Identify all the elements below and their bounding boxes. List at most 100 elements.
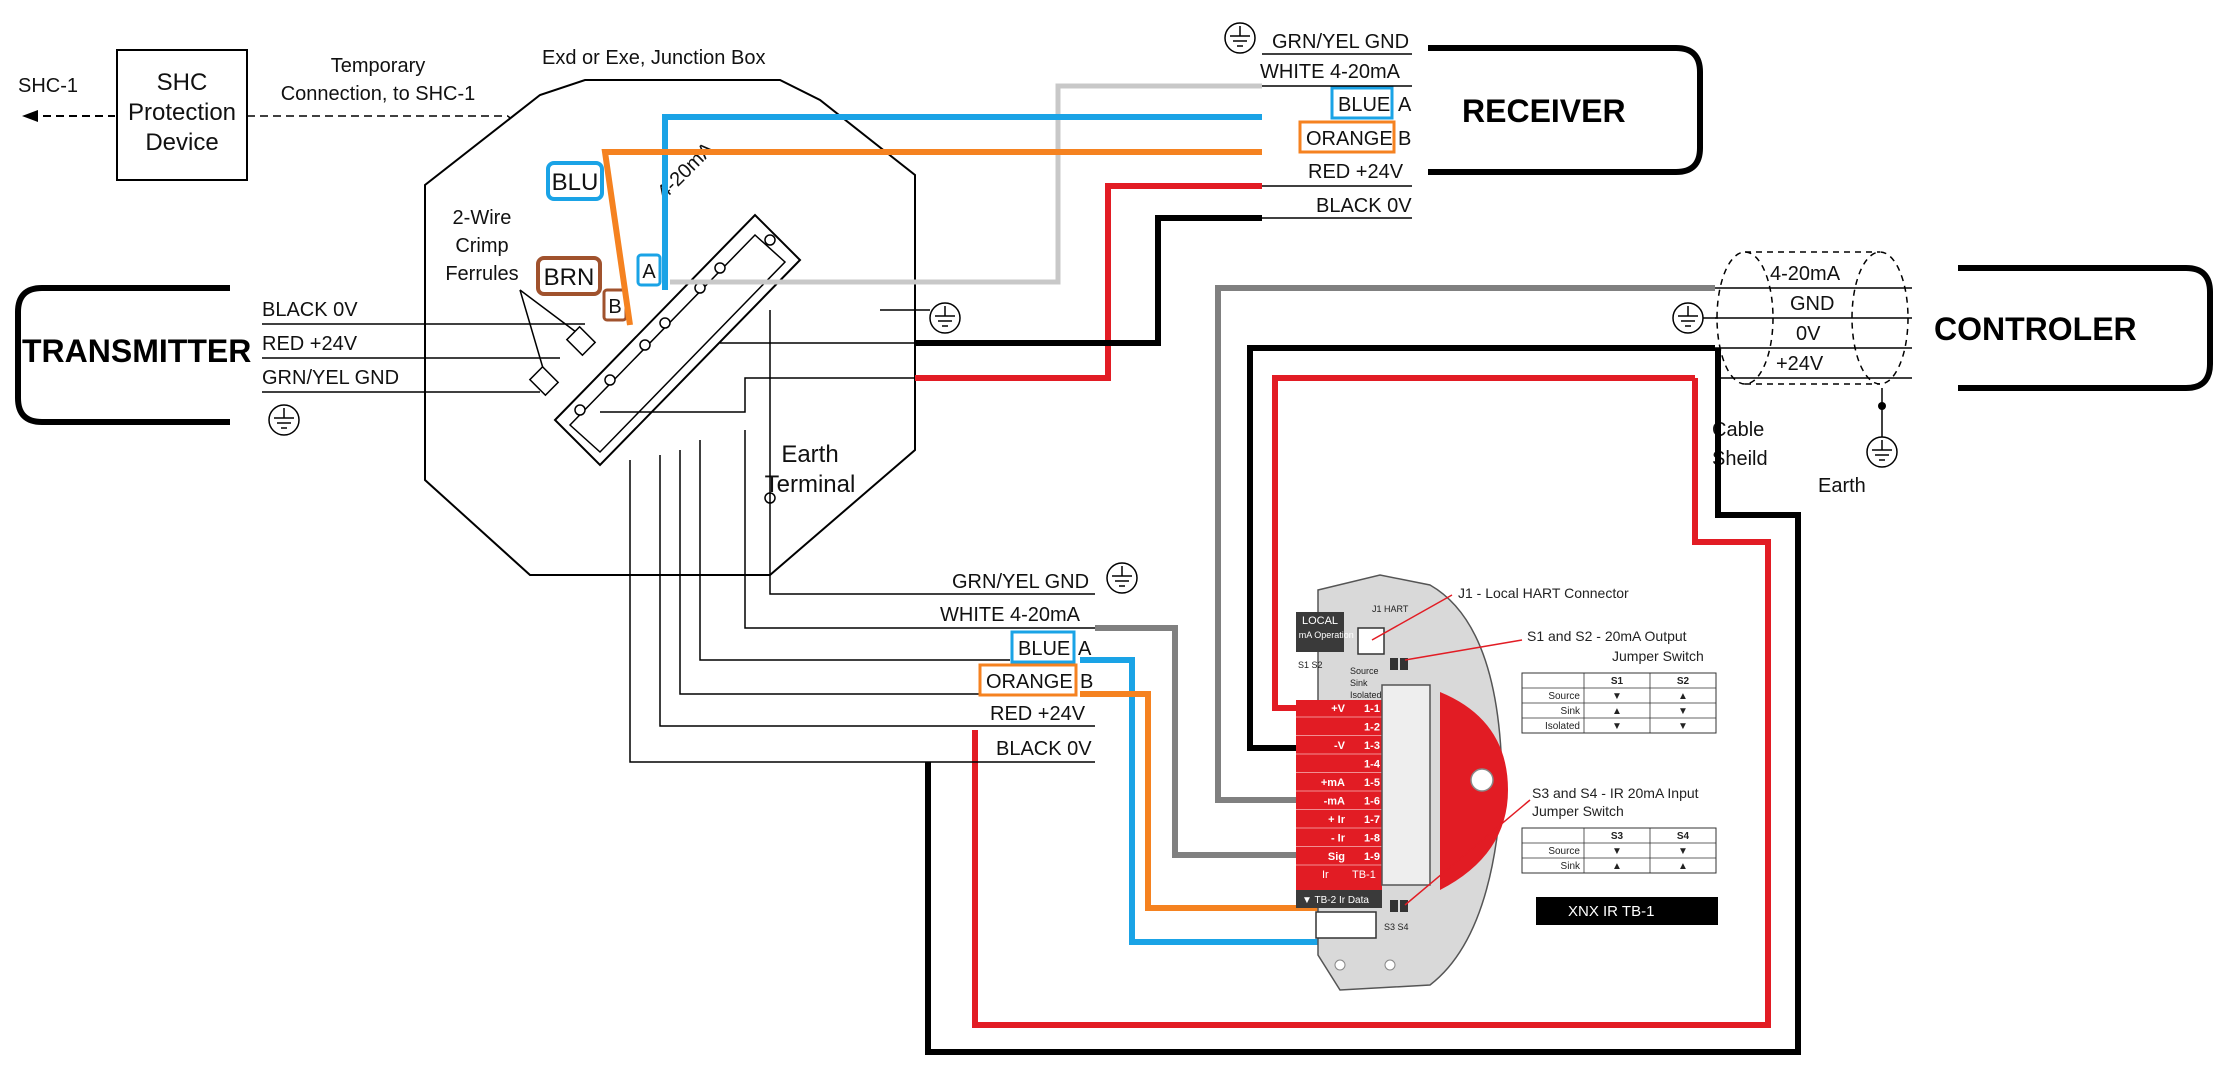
table-header: S4 [1677, 831, 1690, 842]
board-red-sector [1440, 692, 1508, 890]
table-header: S1 [1611, 676, 1624, 687]
rx-label-white: WHITE 4-20mA [1260, 61, 1401, 83]
controller-bracket [1958, 265, 2213, 391]
lw-tag-a: A [1078, 638, 1092, 660]
xnx-board: LOCAL 20 mA Operation J1 HART S1 S2 Sour… [1286, 574, 1508, 991]
tag-b-text: B [608, 296, 621, 318]
terminal-number: 1-8 [1364, 833, 1380, 845]
terminal-number: 1-2 [1364, 722, 1380, 734]
ferrules-line2: Crimp [455, 235, 508, 257]
s1s2-line2: Jumper Switch [1612, 648, 1704, 664]
table-cell: ▲ [1612, 861, 1622, 872]
table-cell: Isolated [1545, 721, 1580, 732]
transmitter-section: TRANSMITTER BLACK 0V RED +24V GRN/YEL GN… [15, 285, 585, 436]
terminal-signal: Sig [1328, 851, 1345, 863]
wire-orange [601, 149, 1262, 326]
jb-inner-line [600, 377, 915, 413]
jumper-s4-icon[interactable] [1400, 900, 1408, 912]
j1-label: J1 - Local HART Connector [1458, 585, 1629, 601]
terminal-number: 1-6 [1364, 796, 1380, 808]
upper-wires [600, 83, 1262, 498]
table-cell: ▼ [1678, 706, 1688, 717]
board-tb2-text: ▼ TB-2 Ir Data [1302, 895, 1369, 906]
tb2-panel [1296, 890, 1382, 908]
screw-icon [604, 374, 616, 386]
lw-label-orange: ORANGE [986, 671, 1073, 693]
receiver-title: RECEIVER [1462, 93, 1626, 129]
s3s4-line2: Jumper Switch [1532, 803, 1624, 819]
rx-label-red: RED +24V [1308, 161, 1404, 183]
lw-label-black: BLACK 0V [996, 738, 1092, 760]
board-op-text: 20 mA Operation [1286, 630, 1354, 640]
transmitter-title: TRANSMITTER [22, 333, 251, 369]
screw-icon [659, 317, 671, 329]
lw-wire-grey [1095, 625, 1298, 858]
board-src-0: Source [1350, 666, 1379, 676]
receiver-bracket [1428, 45, 1703, 175]
shc-protection-box [116, 49, 248, 181]
j1-pointer [1371, 594, 1453, 641]
ground-icon [929, 302, 961, 334]
board-tb1-text: TB-1 [1352, 869, 1376, 881]
junction-box-title: Exd or Exe, Junction Box [542, 47, 765, 69]
cable-shield-line2: Sheild [1712, 448, 1768, 470]
jumper-s2-icon[interactable] [1400, 658, 1408, 670]
table-cell: ▼ [1678, 721, 1688, 732]
wire-white [670, 83, 1262, 285]
board-local-text: LOCAL [1302, 615, 1338, 627]
junction-box: Exd or Exe, Junction Box 4-20mA 2-Wire C… [424, 47, 916, 576]
lw-wire-blue [1080, 657, 1390, 945]
xnx-annotations: J1 - Local HART Connector S1 and S2 - 20… [1371, 585, 1718, 925]
board-screw [1384, 959, 1396, 971]
tag-blu-text: BLU [552, 169, 599, 196]
hart-connector-icon [1357, 627, 1385, 655]
table-cell: Source [1548, 846, 1580, 857]
ctrl-wire-red-loop [972, 378, 1771, 1028]
lw-label-blue: BLUE [1018, 638, 1070, 660]
rx-orange-box [1298, 120, 1396, 154]
table-cell: ▲ [1678, 691, 1688, 702]
terminal-number: 1-5 [1364, 777, 1380, 789]
terminal-signal: -mA [1324, 796, 1345, 808]
earth-terminal-line1: Earth [781, 441, 838, 468]
rx-label-orange: ORANGE [1306, 128, 1393, 150]
s1s2-pointer [1404, 639, 1523, 661]
board-src-2: Isolated [1350, 690, 1382, 700]
receiver-section: RECEIVER GRN/YEL GND WHITE 4-20mA BLUE A… [1224, 22, 1703, 219]
temp-conn-line1: Temporary [331, 55, 425, 77]
wire-red [915, 183, 1262, 381]
rx-tag-a: A [1398, 94, 1412, 116]
rx-label-black: BLACK 0V [1316, 195, 1412, 217]
board-mount-hole [1470, 768, 1494, 792]
ir-data-connector-icon [1315, 911, 1377, 939]
ferrule-icon [528, 365, 560, 397]
jumper-s3-icon[interactable] [1390, 900, 1398, 912]
lower-line [679, 450, 985, 695]
terminal-strip-inner [568, 233, 787, 454]
ground-icon [1106, 562, 1138, 594]
screw-icon [639, 339, 651, 351]
terminal-signal: +V [1331, 703, 1345, 715]
table-cell: ▲ [1612, 706, 1622, 717]
tag-blu [546, 161, 604, 201]
terminal-label-strip [1296, 700, 1382, 890]
terminal-number: 1-4 [1364, 759, 1381, 771]
jumper-s1-icon[interactable] [1390, 658, 1398, 670]
board-s1s2-text: S1 S2 [1298, 660, 1323, 670]
lower-wires: GRN/YEL GND WHITE 4-20mA BLUE A ORANGE B… [629, 430, 1390, 945]
table-cell: ▼ [1612, 721, 1622, 732]
lw-label-red: RED +24V [990, 703, 1086, 725]
lw-orange-box [978, 663, 1078, 697]
table-cell: Sink [1561, 861, 1581, 872]
table-cell: ▲ [1678, 861, 1688, 872]
ferrules-line1: 2-Wire [453, 207, 512, 229]
table-cell: Source [1548, 691, 1580, 702]
transmitter-bracket [15, 285, 230, 425]
lower-line [769, 498, 1095, 595]
terminal-number: 1-1 [1364, 703, 1380, 715]
ctrl-label-2: 0V [1796, 323, 1821, 345]
ground-icon [1224, 22, 1256, 54]
ferrule-pointer [519, 289, 546, 376]
